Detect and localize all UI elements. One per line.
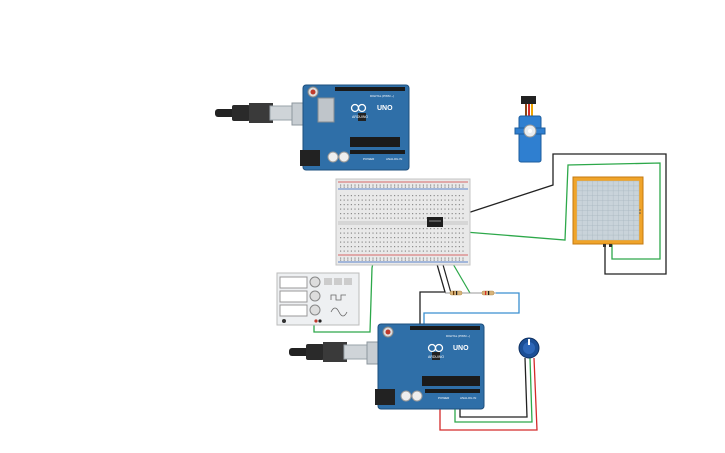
wire-black-pot[interactable] (459, 357, 528, 418)
resistor-2[interactable] (481, 290, 495, 296)
micro-servo[interactable] (514, 96, 546, 163)
wire-red-pot[interactable] (439, 357, 538, 431)
display-panel[interactable] (572, 176, 644, 247)
display-grid (576, 180, 640, 241)
function-generator[interactable] (276, 272, 360, 326)
arduino-bottom-model: UNO (453, 345, 469, 352)
arduino-bottom-power: POWER (438, 396, 450, 400)
arduino-top-digital: DIGITAL (PWM ~) (370, 94, 394, 98)
wire-black-bb-arduino[interactable] (419, 239, 446, 329)
usb-cable-top[interactable] (215, 102, 321, 126)
fg-knob-2[interactable] (309, 290, 321, 302)
arduino-bottom[interactable]: UNO ARDUINO DIGITAL (PWM ~) POWER ANALOG… (375, 323, 485, 410)
sine-wave-icon (330, 307, 348, 317)
arduino-logo-icon (350, 103, 367, 113)
fg-knob-3[interactable] (309, 304, 321, 316)
temperature-sensor[interactable] (427, 217, 443, 227)
wire-green-sensor-lcd[interactable] (439, 162, 661, 260)
arduino-top-power: POWER (363, 157, 375, 161)
wire-green-pot[interactable] (454, 357, 533, 423)
arduino-logo-icon (427, 343, 444, 353)
arduino-bottom-brand: ARDUINO (428, 355, 444, 359)
arduino-top-brand: ARDUINO (352, 115, 368, 119)
square-wave-icon (330, 294, 346, 301)
arduino-bottom-analog: ANALOG IN (460, 396, 476, 400)
arduino-bottom-digital: DIGITAL (PWM ~) (446, 334, 470, 338)
arduino-top[interactable]: UNO ARDUINO DIGITAL (PWM ~) POWER ANALOG… (300, 84, 410, 171)
arduino-top-model: UNO (377, 105, 393, 112)
resistor-1[interactable] (449, 290, 463, 296)
wire-black-sensor-lcd[interactable] (439, 153, 667, 275)
wire-blue-resistor-arduino[interactable] (423, 292, 520, 329)
fg-knob-1[interactable] (309, 276, 321, 288)
breadboard[interactable] (335, 178, 471, 266)
potentiometer[interactable] (518, 337, 540, 359)
arduino-top-analog: ANALOG IN (386, 157, 402, 161)
breadboard-holes (340, 184, 464, 261)
